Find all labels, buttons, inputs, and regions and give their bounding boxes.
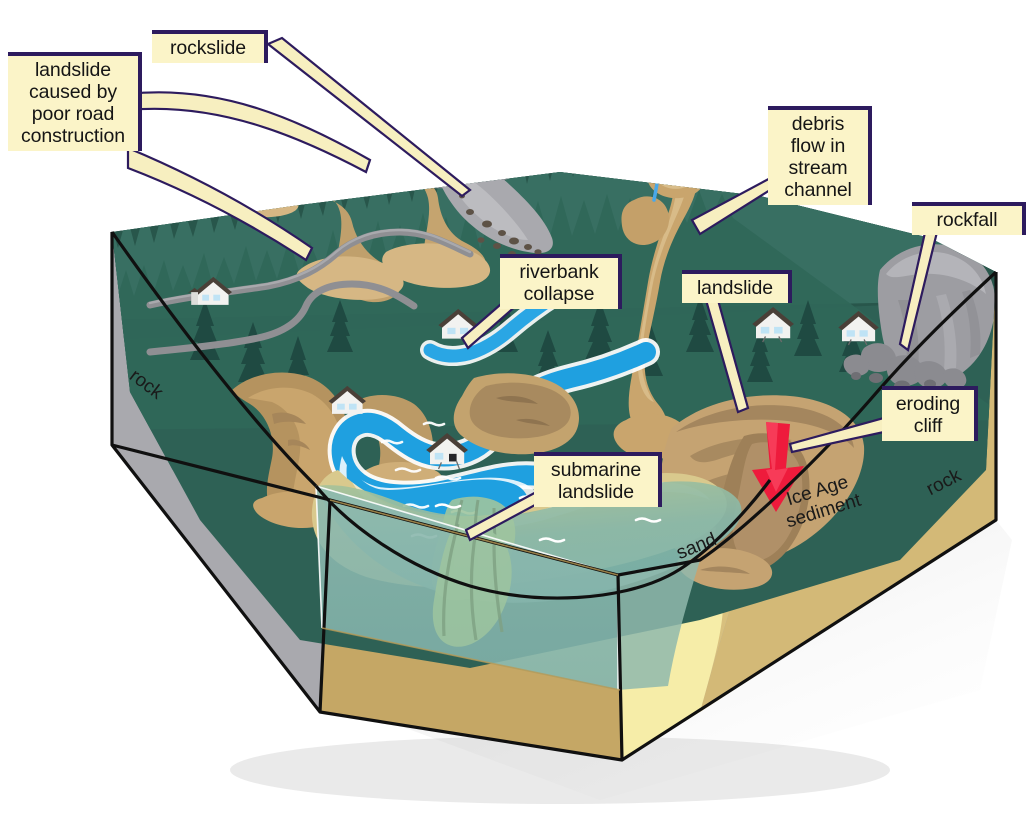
label-submarine-landslide[interactable]: submarine landslide [534, 452, 662, 508]
houses [187, 276, 879, 470]
label-debris-flow[interactable]: debris flow in stream channel [768, 106, 872, 206]
landslide-direction-arrow [752, 422, 804, 512]
label-landslide[interactable]: landslide [682, 270, 792, 304]
label-rockfall[interactable]: rockfall [912, 202, 1026, 236]
label-rockslide[interactable]: rockslide [152, 30, 268, 64]
block-drop-shadow [112, 430, 1012, 804]
label-riverbank-collapse[interactable]: riverbank collapse [500, 254, 622, 310]
leader-lines [126, 36, 940, 542]
riverbank-collapse-feature [453, 373, 580, 455]
label-landslide-poor-road[interactable]: landslide caused by poor road constructi… [8, 52, 142, 152]
label-eroding-cliff[interactable]: eroding cliff [882, 386, 978, 442]
